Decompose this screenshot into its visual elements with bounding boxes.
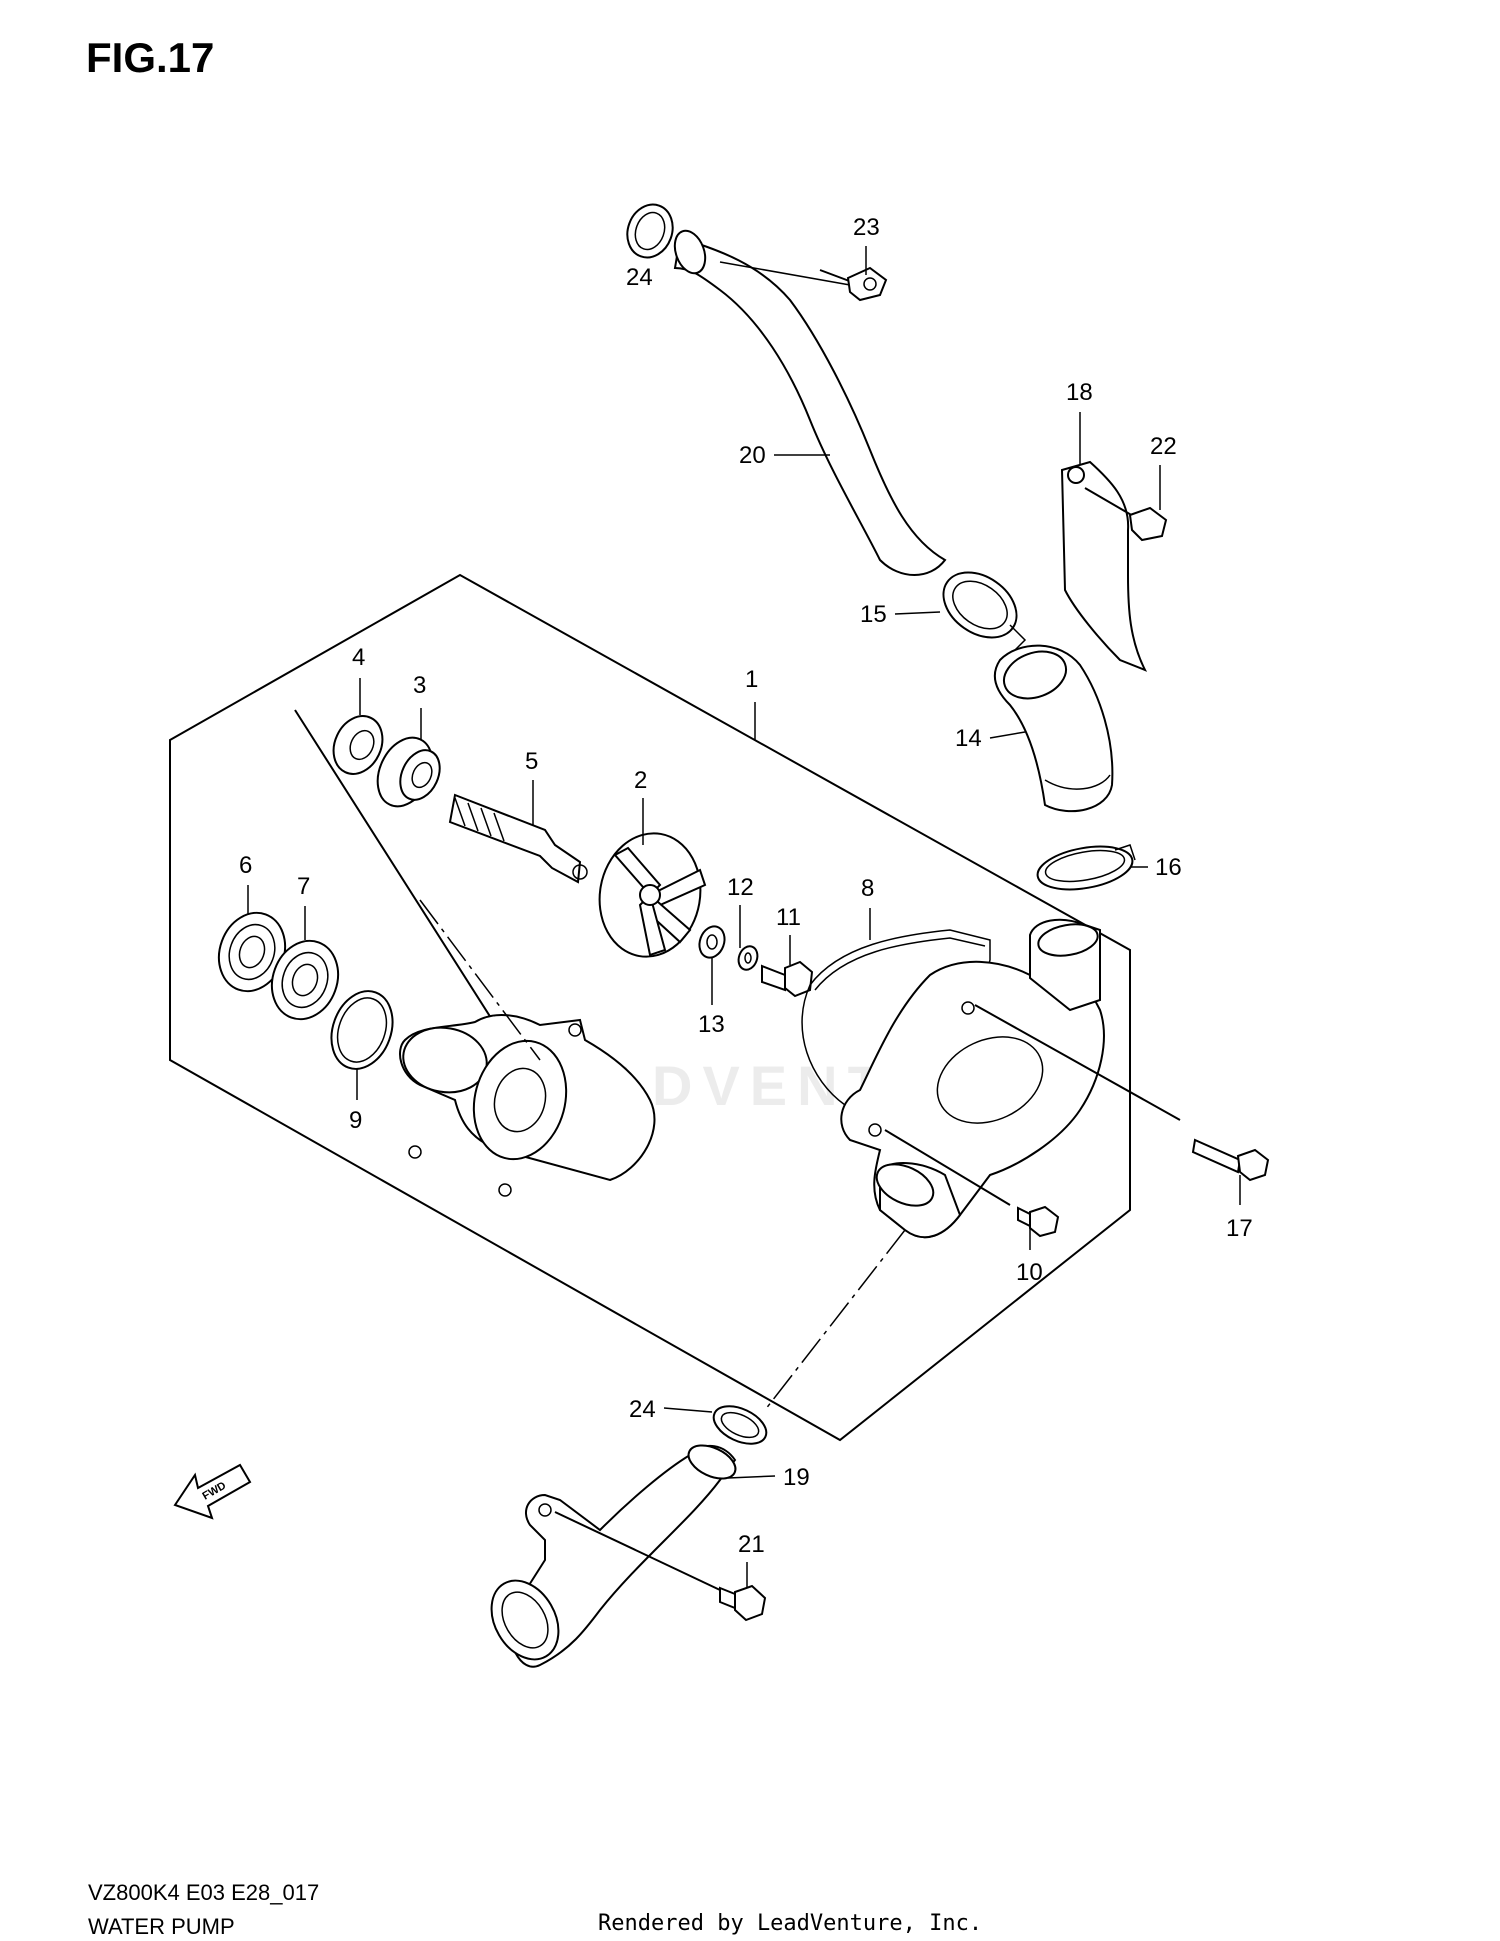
callout-15: 15 <box>860 601 887 628</box>
callout-8: 8 <box>861 875 874 902</box>
callout-18: 18 <box>1066 379 1093 406</box>
callout-7: 7 <box>297 873 310 900</box>
callout-9: 9 <box>349 1107 362 1134</box>
alignment-line-lower <box>764 1229 906 1411</box>
model-code: VZ800K4 E03 E28_017 <box>88 1880 319 1905</box>
clamp-16 <box>1036 844 1136 891</box>
o-ring-top <box>626 203 674 259</box>
section-name: WATER PUMP <box>88 1914 235 1939</box>
bolt-23 <box>819 266 888 302</box>
callout-17: 17 <box>1226 1215 1253 1242</box>
alignment-line-left <box>419 899 541 1061</box>
upper-hose <box>673 229 947 576</box>
callout-5: 5 <box>525 748 538 775</box>
callout-10: 10 <box>1016 1259 1043 1286</box>
callout-6: 6 <box>239 852 252 879</box>
fwd-arrow: FWD <box>173 1463 252 1520</box>
callout-3: 3 <box>413 672 426 699</box>
pump-cover-plate <box>399 1014 656 1197</box>
o-ring-9 <box>330 990 394 1070</box>
clamp-15 <box>942 571 1027 651</box>
credit-line: Rendered by LeadVenture, Inc. <box>598 1911 982 1936</box>
leader-lines <box>247 246 1241 1588</box>
lower-hose-19 <box>490 1444 737 1668</box>
callout-13: 13 <box>698 1011 725 1038</box>
callout-23: 23 <box>853 214 880 241</box>
callout-11: 11 <box>776 904 801 931</box>
pump-body <box>840 918 1105 1239</box>
callout-4: 4 <box>352 644 365 671</box>
bolt-22 <box>1084 487 1168 542</box>
callout-22: 22 <box>1150 433 1177 460</box>
callout-12: 12 <box>727 874 754 901</box>
shaft-5 <box>448 793 588 884</box>
bearing-7 <box>270 939 340 1021</box>
assembly-outline <box>169 573 1131 1442</box>
callout-1: 1 <box>745 666 758 693</box>
callout-20: 20 <box>739 442 766 469</box>
bolt-17 <box>974 1004 1270 1182</box>
callout-14: 14 <box>955 725 982 752</box>
callout-labels: 1 2 3 4 5 6 7 8 9 10 11 12 13 14 15 16 1… <box>239 214 1253 1558</box>
callout-16: 16 <box>1155 854 1182 881</box>
washer-13 <box>698 925 726 959</box>
callout-19: 19 <box>783 1464 810 1491</box>
bolt-21 <box>554 1511 767 1622</box>
bolt-11 <box>761 960 814 998</box>
figure-title: FIG.17 <box>86 34 214 81</box>
callout-24-lower: 24 <box>629 1396 656 1423</box>
bracket-18 <box>1060 460 1148 672</box>
bolt-10 <box>884 1129 1060 1238</box>
mechanical-seal-3 <box>376 736 441 808</box>
callout-2: 2 <box>634 767 647 794</box>
hose-elbow-14 <box>993 644 1114 813</box>
callout-21: 21 <box>738 1531 765 1558</box>
impeller-2 <box>598 832 707 958</box>
washer-12 <box>737 945 759 971</box>
callout-24-top: 24 <box>626 264 653 291</box>
o-ring-lower <box>712 1405 768 1445</box>
seal-4 <box>332 715 384 775</box>
